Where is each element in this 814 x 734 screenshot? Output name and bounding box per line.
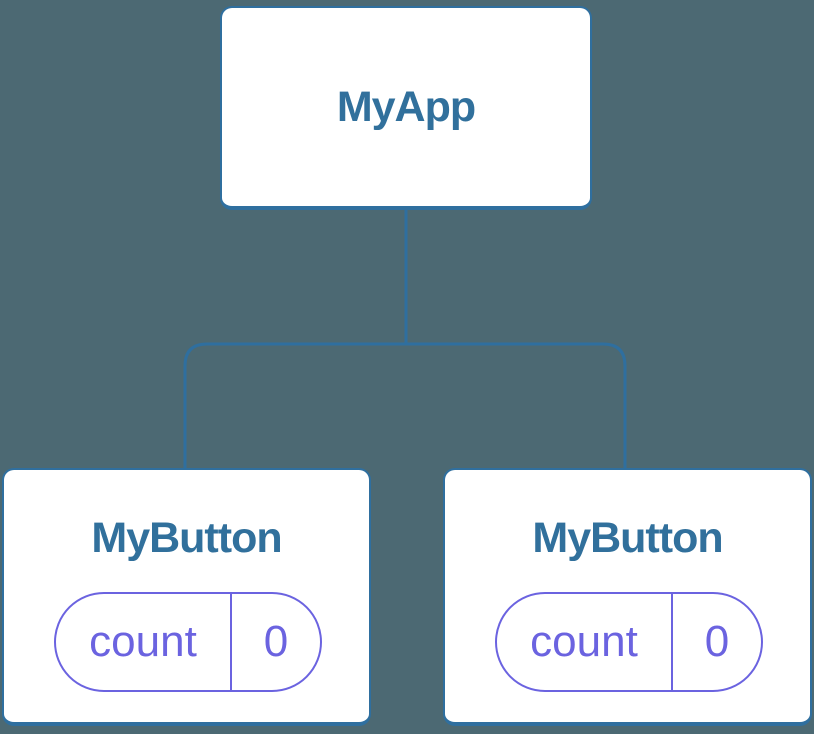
state-pill-count-2: count 0 xyxy=(495,592,763,692)
node-mybutton-2-label: MyButton xyxy=(532,514,723,562)
state-key-label: count xyxy=(497,594,673,690)
node-myapp: MyApp xyxy=(220,6,592,210)
state-value: 0 xyxy=(704,617,730,666)
state-pill-count-1: count 0 xyxy=(54,592,322,692)
node-myapp-label: MyApp xyxy=(336,83,476,131)
connector-bracket-line xyxy=(183,342,627,470)
node-mybutton-1: MyButton count 0 xyxy=(2,468,371,726)
state-value: 0 xyxy=(263,617,289,666)
state-key-label: count xyxy=(56,594,232,690)
node-mybutton-2: MyButton count 0 xyxy=(443,468,812,726)
node-mybutton-1-label: MyButton xyxy=(91,514,282,562)
